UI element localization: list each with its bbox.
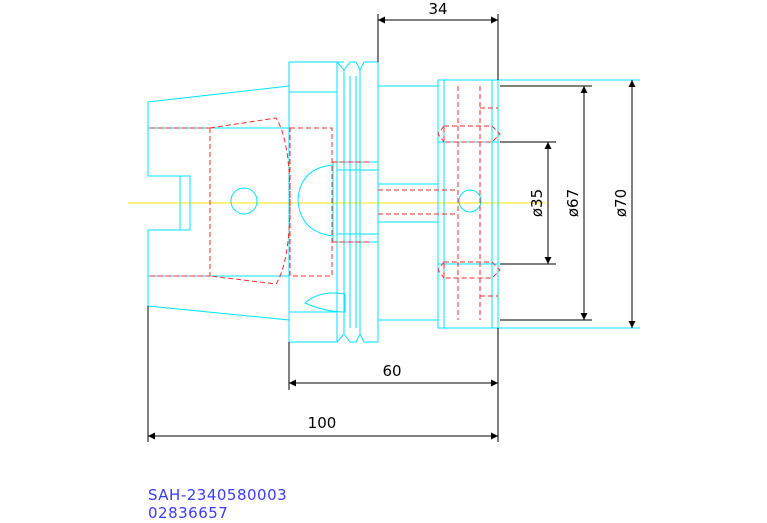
dimension-35 (500, 141, 556, 265)
dimension-70-label: ø70 (612, 189, 630, 217)
body-outline (378, 79, 640, 329)
dimension-67 (500, 85, 592, 321)
flange-outline (288, 61, 379, 343)
dimension-60-label: 60 (382, 362, 401, 380)
dimension-60 (288, 328, 499, 442)
hidden-lines (150, 86, 501, 320)
dimension-100 (147, 306, 498, 442)
taper-outline (147, 85, 290, 321)
dimension-35-label: ø35 (528, 189, 546, 217)
part-code: 02836657 (148, 504, 229, 522)
dimension-34-label: 34 (428, 0, 447, 18)
dimension-100-label: 100 (308, 414, 337, 432)
dimension-34 (377, 14, 499, 80)
dimension-67-label: ø67 (564, 189, 582, 217)
part-number: SAH-2340580003 (148, 486, 288, 504)
